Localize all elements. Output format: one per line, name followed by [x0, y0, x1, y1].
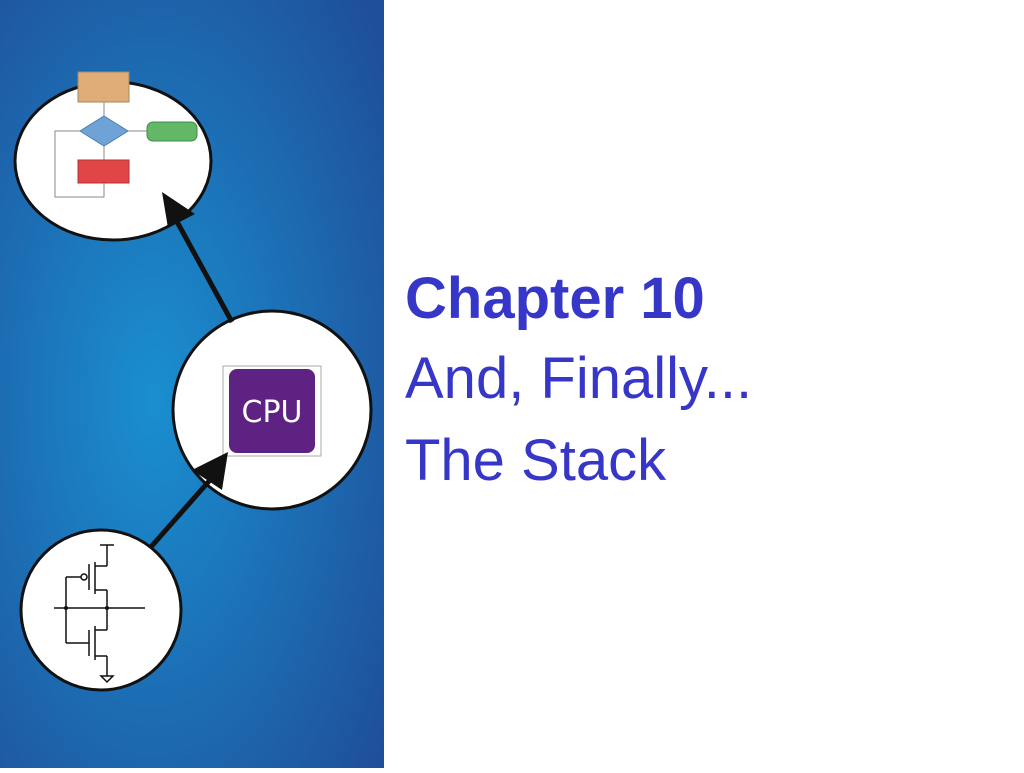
- subtitle-line-1: And, Finally...: [405, 346, 753, 411]
- transistor-icon: [19, 528, 183, 692]
- decorative-panel: CPU: [0, 0, 384, 768]
- cpu-label: CPU: [242, 395, 303, 430]
- flowchart-icon: [13, 71, 213, 242]
- arrow-icon: [148, 192, 235, 550]
- subtitle-line-2: The Stack: [405, 428, 667, 493]
- cpu-icon: CPU: [171, 309, 373, 511]
- chapter-title: Chapter 10: [405, 266, 705, 331]
